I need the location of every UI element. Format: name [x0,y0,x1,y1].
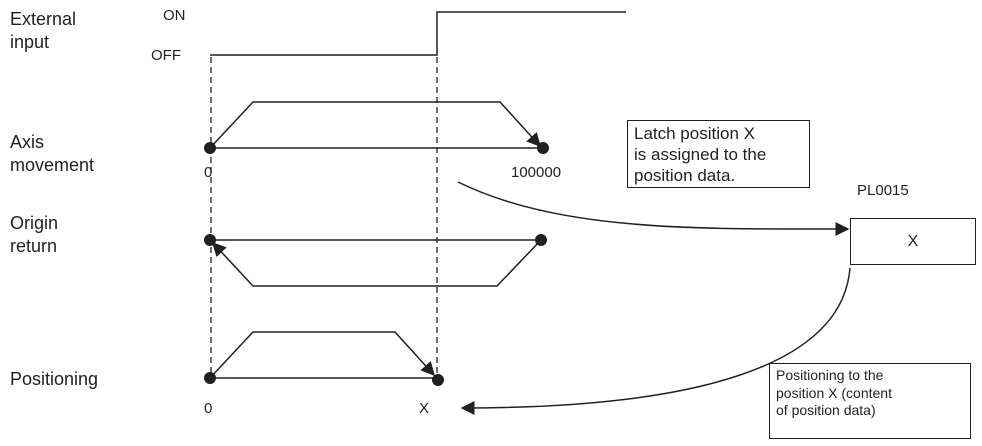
positioning-note: Positioning to the position X (content o… [769,363,971,439]
external-input-waveform [210,11,626,56]
external-input-label: External input [10,9,77,52]
latch-transfer-arrow [457,181,850,237]
positioning-end-tick: X [419,400,430,417]
origin-return-end-dot [535,234,547,246]
signal-off-label: OFF [151,47,181,64]
axis-start-tick: 0 [204,164,213,181]
register-value: X [907,232,919,250]
positioning-profile [209,331,435,379]
position-data-register: X [850,218,976,265]
signal-on-label: ON [163,7,186,24]
positioning-label: Positioning [10,369,99,389]
origin-return-label: Origin return [10,213,59,256]
positioning-end-dot [432,374,444,386]
axis-movement-profile [209,101,541,149]
origin-return-start-dot [204,234,216,246]
latch-note: Latch position X is assigned to the posi… [627,120,810,188]
position-data-return-arrow [460,267,851,415]
positioning-start-dot [204,372,216,384]
axis-end-tick: 100000 [511,164,562,181]
register-name: PL0015 [857,182,909,199]
origin-return-profile [212,239,542,287]
axis-start-dot [204,142,216,154]
positioning-start-tick: 0 [204,400,213,417]
axis-movement-label: Axis movement [10,132,95,175]
axis-end-dot [537,142,549,154]
